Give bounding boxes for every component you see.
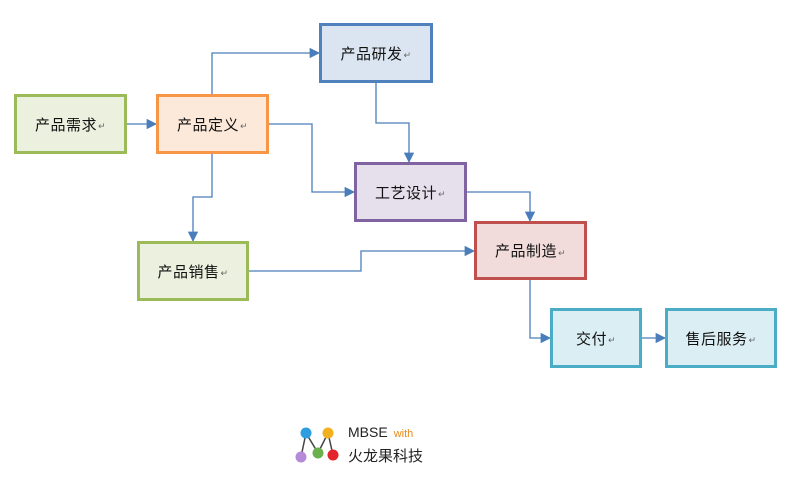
mbse-logo-icon: [295, 427, 339, 463]
paragraph-mark: ↵: [437, 190, 447, 200]
node-product-sales[interactable]: 产品销售↵: [137, 241, 249, 301]
node-delivery[interactable]: 交付↵: [550, 308, 642, 368]
logo-dot: [300, 427, 312, 439]
paragraph-mark: ↵: [607, 336, 617, 346]
node-label: 产品销售: [157, 262, 220, 281]
logo-dot: [327, 449, 339, 461]
node-product-rnd[interactable]: 产品研发↵: [319, 23, 433, 83]
edge-process-manufacture: [466, 191, 536, 223]
logo-dot: [295, 451, 307, 463]
node-after-sales-service[interactable]: 售后服务↵: [665, 308, 777, 368]
logo-title-text: MBSE: [348, 424, 388, 440]
edge-sales-manufacture: [249, 245, 476, 272]
logo-dot: [322, 427, 334, 439]
node-process-design[interactable]: 工艺设计↵: [354, 162, 467, 222]
node-label: 交付: [575, 329, 607, 348]
edge-rnd-process: [375, 83, 415, 164]
node-product-definition[interactable]: 产品定义↵: [156, 94, 269, 154]
paragraph-mark: ↵: [97, 122, 107, 132]
logo-subtitle: 火龙果科技: [348, 447, 424, 465]
paragraph-mark: ↵: [557, 248, 567, 259]
edge-definition-process: [268, 123, 356, 198]
logo-with-text: with: [393, 428, 414, 440]
edge-definition-rnd: [211, 47, 321, 94]
edge-manufacture-delivery: [529, 280, 552, 344]
paragraph-mark: ↵: [403, 51, 412, 61]
node-product-demand[interactable]: 产品需求↵: [14, 94, 127, 154]
node-label: 产品研发: [340, 44, 403, 63]
logo-dot: [312, 447, 324, 459]
paragraph-mark: ↵: [239, 122, 249, 132]
node-label: 工艺设计: [374, 183, 437, 202]
node-label: 售后服务: [685, 329, 748, 348]
node-label: 产品需求: [34, 115, 97, 134]
node-label: 产品定义: [176, 115, 239, 134]
logo-title: MBSE with: [348, 424, 413, 440]
node-product-manufacture[interactable]: 产品制造↵: [474, 221, 587, 280]
node-label: 产品制造: [494, 242, 557, 260]
paragraph-mark: ↵: [748, 336, 757, 346]
paragraph-mark: ↵: [220, 269, 229, 279]
edge-definition-sales: [187, 154, 213, 243]
